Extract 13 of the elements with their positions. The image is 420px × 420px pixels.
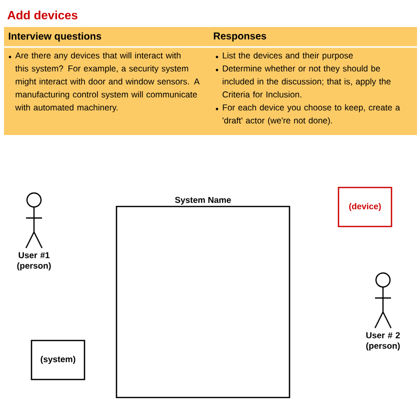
title: Add devices <box>8 10 78 20</box>
bullet-text: Determine whether or not they should be included in the discussion; that is, apply the Criteria for Inclusion. <box>222 65 391 98</box>
column-header: Interview questions <box>8 32 102 42</box>
system-box: (system) <box>30 340 86 380</box>
device-box: (device) <box>338 186 392 228</box>
column-header: Responses <box>214 32 266 42</box>
actor-label: User #1 (person) <box>17 252 51 270</box>
node-label: System Name <box>175 196 231 205</box>
bullet-text: Are there any devices that will interact with this system? For example, a security system might interact with door and window sensors. A manufacturing control system will communicate with automated machinery. <box>15 52 200 112</box>
system-boundary: System Name <box>116 196 290 398</box>
actor-label: User # 2 (person) <box>366 332 400 350</box>
bullet-text: List the devices and their purpose <box>222 52 353 60</box>
bullet-text: For each device you choose to keep, create a 'draft' actor (we're not done). <box>222 104 400 126</box>
